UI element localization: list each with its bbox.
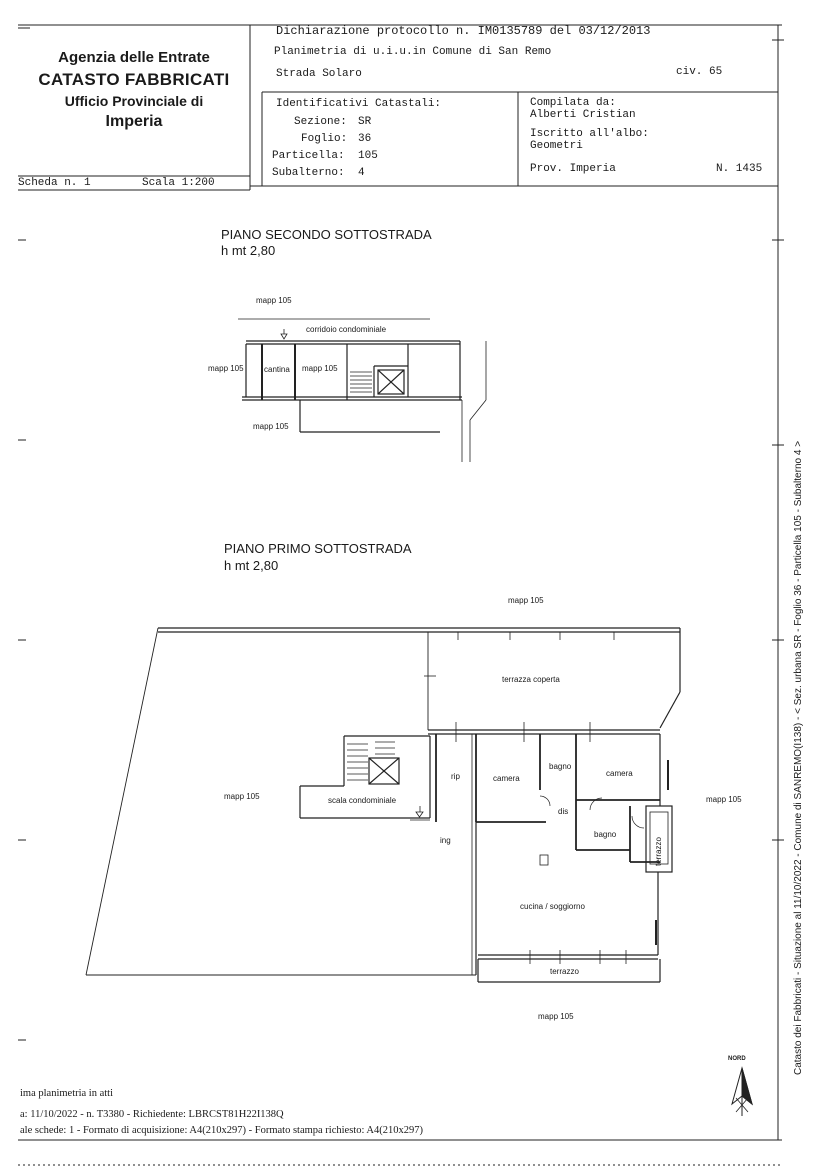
subalterno-value: 4 — [358, 167, 365, 179]
floor2-mapp-mid: mapp 105 — [302, 364, 338, 373]
floor1-height: h mt 2,80 — [224, 558, 279, 573]
floor1-plan — [85, 627, 681, 983]
floor2-height: h mt 2,80 — [221, 243, 276, 258]
catasto-title: CATASTO FABBRICATI — [38, 70, 230, 89]
floor1-title: PIANO PRIMO SOTTOSTRADA — [224, 541, 412, 556]
particella-label: Particella: — [272, 150, 345, 162]
floor2-mapp-left: mapp 105 — [208, 364, 244, 373]
floor1-mapp-top: mapp 105 — [508, 596, 544, 605]
room-dis: dis — [558, 807, 569, 816]
floor1-mapp-bottom: mapp 105 — [538, 1012, 574, 1021]
compiled-label: Compilata da: — [530, 97, 616, 109]
floor2-title: PIANO SECONDO SOTTOSTRADA — [221, 227, 432, 242]
ident-title: Identificativi Catastali: — [276, 98, 442, 110]
north-label: NORD — [728, 1056, 746, 1062]
room-cucina-soggiorno: cucina / soggiorno — [520, 902, 585, 911]
street-address: Strada Solaro — [276, 68, 362, 80]
floor2-mapp-bottom: mapp 105 — [253, 422, 289, 431]
room-camera-2: camera — [606, 769, 633, 778]
room-terrazzo: terrazzo — [550, 967, 579, 976]
planimetry-line: Planimetria di u.i.u.in Comune di San Re… — [274, 46, 552, 58]
province-label: Prov. Imperia — [530, 163, 616, 175]
protocol-line: Dichiarazione protocollo n. IM0135789 de… — [276, 24, 651, 38]
room-camera-1: camera — [493, 774, 520, 783]
room-ing: ing — [440, 836, 451, 845]
floor1-mapp-right: mapp 105 — [706, 795, 742, 804]
floor2-plan — [238, 318, 487, 462]
floor2-cantina: cantina — [264, 365, 290, 374]
room-terrazzo-side: terrazzo — [654, 837, 663, 866]
subalterno-label: Subalterno: — [272, 167, 345, 179]
particella-value: 105 — [358, 150, 378, 162]
foglio-label: Foglio: — [301, 133, 348, 145]
sezione-value: SR — [358, 116, 372, 128]
room-bagno-2: bagno — [594, 830, 617, 839]
floor1-mapp-left: mapp 105 — [224, 792, 260, 801]
sezione-label: Sezione: — [294, 116, 347, 128]
foglio-value: 36 — [358, 133, 372, 145]
albo-value: Geometri — [530, 140, 583, 152]
register-number: N. 1435 — [716, 163, 763, 175]
room-scala-condominiale: scala condominiale — [328, 796, 397, 805]
footer-line-3: ale schede: 1 - Formato di acquisizione:… — [20, 1125, 423, 1136]
office-label: Ufficio Provinciale di — [64, 93, 204, 109]
room-terrazza-coperta: terrazza coperta — [502, 675, 560, 684]
floor2-mapp-top: mapp 105 — [256, 296, 292, 305]
footer-line-1: ima planimetria in atti — [20, 1088, 114, 1099]
scheda-number: Scheda n. 1 — [18, 177, 91, 189]
side-reference-text: Catasto dei Fabbricati - Situazione al 1… — [793, 440, 804, 1075]
compiled-value: Alberti Cristian — [530, 109, 636, 121]
footer-line-2: a: 11/10/2022 - n. T3380 - Richiedente: … — [20, 1109, 284, 1120]
scale-label: Scala 1:200 — [142, 177, 215, 189]
civic-number: civ. 65 — [676, 66, 723, 78]
albo-label: Iscritto all'albo: — [530, 128, 649, 140]
room-bagno-1: bagno — [549, 762, 572, 771]
room-rip: rip — [451, 772, 460, 781]
office-province: Imperia — [105, 113, 163, 130]
floor2-corridor: corridoio condominiale — [306, 325, 387, 334]
agency-name: Agenzia delle Entrate — [58, 49, 210, 66]
north-arrow — [731, 1066, 753, 1116]
